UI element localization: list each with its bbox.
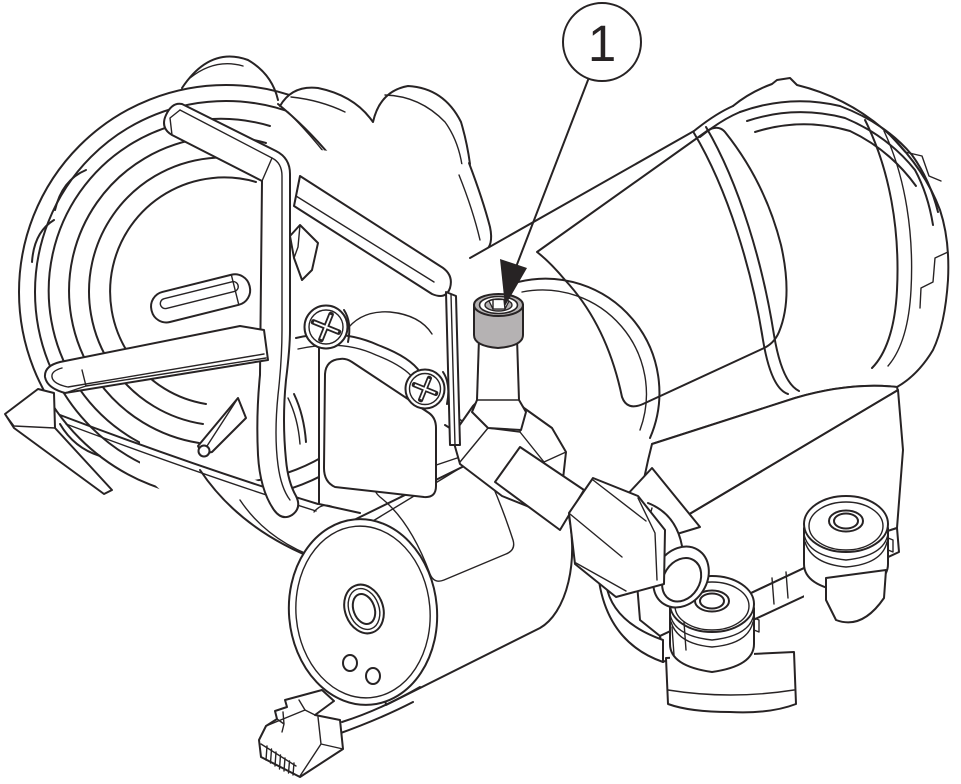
svg-text:1: 1 <box>588 15 616 72</box>
